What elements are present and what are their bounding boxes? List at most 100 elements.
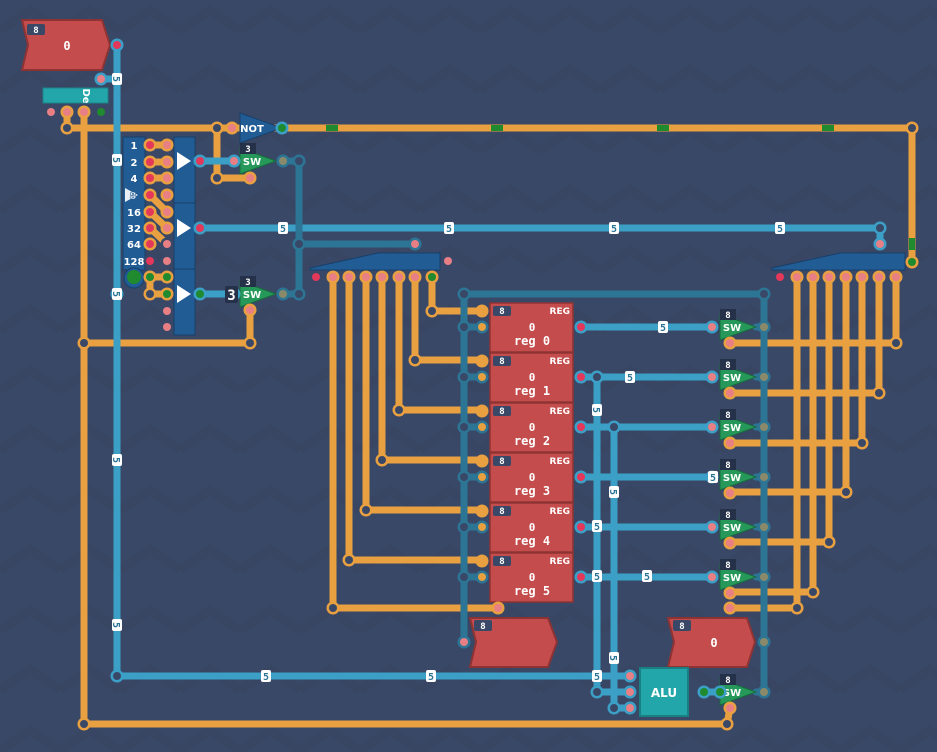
wire-label-bg [609,486,619,498]
input-pin-center [113,41,121,49]
alu-in-pin-center [626,704,634,712]
wire-not-bus[interactable] [63,108,916,266]
output-left-badge [474,620,492,631]
splitter-pin-center [378,273,386,281]
splitter-pin-center [858,273,866,281]
register-value: 0 [529,421,536,434]
register-badge [493,306,511,316]
register-badge-text: 8 [499,357,504,367]
decoder-pin-center [97,108,105,116]
output-right[interactable]: 8 0 [666,617,757,668]
register-switch-4[interactable]: SW8 [719,509,758,541]
wire-node-center [395,406,403,414]
register-switch-0-badge-text: 8 [725,311,730,321]
wire-width-label: 5 [642,570,652,583]
register-switch-1[interactable]: SW8 [719,359,758,391]
register-switch-4-body[interactable] [719,513,758,541]
register-badge-text: 8 [499,457,504,467]
register-in-pin-center [478,473,486,481]
wire-node-center [213,124,221,132]
output-left-body[interactable] [468,617,559,668]
wire-width-label: 5 [110,454,122,466]
output-left-pin-center [460,638,468,646]
wire-node-center [726,604,734,612]
wire-marker [491,125,503,131]
combiner-in-pin-center [163,240,171,248]
register-badge [493,356,511,366]
register-switch-0-body[interactable] [719,313,758,341]
wire-register-bus[interactable] [460,290,768,696]
not-gate-body[interactable] [239,112,284,144]
splitter-out-pin-center [146,174,154,182]
decoder-body[interactable] [42,87,109,104]
wire-label-text: 5 [590,407,601,413]
alu[interactable]: ALU [639,667,689,717]
register-switch-2[interactable]: SW8 [719,409,758,441]
bus-splitter-right[interactable] [771,252,906,271]
output-left[interactable]: 8 [468,617,559,668]
register-switch-5-body[interactable] [719,563,758,591]
byte-input[interactable]: 8 0 [20,19,112,71]
wire-node-center [246,174,254,182]
wire-label-text: 5 [611,224,617,235]
register-badge [493,406,511,416]
alu-label: ALU [651,686,677,700]
switch-1-label: SW [243,157,261,168]
register-switch-3-body[interactable] [719,463,758,491]
register-switch-2-badge [720,409,736,420]
register-badge-text: 8 [499,307,504,317]
combiner-3[interactable] [173,268,196,336]
wire-node-center [494,604,502,612]
register-switch-0[interactable]: SW8 [719,309,758,341]
wire-label-bg [112,454,122,466]
wire-switch-bus[interactable] [279,157,303,298]
decoder[interactable]: De [42,87,109,104]
switch-out-pin-center [760,323,768,331]
wire-width-label: 5 [708,471,718,484]
bus-splitter-left[interactable] [309,252,441,271]
wire-decoder-to-alu-switch[interactable] [80,108,734,728]
register-value: 0 [529,321,536,334]
not-out-pin-center [278,124,286,132]
combiner-stack[interactable] [173,136,196,336]
register-switch-2-body[interactable] [719,413,758,441]
register-switch-4-badge-text: 8 [725,511,730,521]
wire-node-center [908,258,916,266]
wire-label-bg [609,222,619,234]
splitter-pin-center [809,273,817,281]
register-switch-5[interactable]: SW8 [719,559,758,591]
splitter-green-pin [127,270,141,284]
switch-2-side-label-bg [225,286,238,303]
register-switch-1-body[interactable] [719,363,758,391]
switch-out-pin-center [760,373,768,381]
output-right-value: 0 [710,636,717,650]
register-out-pin-center [577,473,585,481]
components-layer: 8 0 De NOT 8 [20,19,906,717]
wire-label-text: 5 [644,572,650,583]
wire-node-center [63,124,71,132]
output-right-pin-center [760,638,768,646]
wire-label-bg [625,371,635,383]
wire-label-text: 5 [777,224,783,235]
register-name: reg 3 [514,484,550,498]
byte-splitter[interactable] [122,136,146,289]
wire-label-text: 5 [428,672,434,683]
wire-node-center [97,75,105,83]
wire-marker [326,125,338,131]
combiner-1[interactable] [173,136,196,204]
switch-2-badge-text: 3 [245,278,250,288]
not-gate[interactable]: NOT [239,112,284,144]
not-in-pin-center [228,124,236,132]
register-switch-3[interactable]: SW8 [719,459,758,491]
splitter-arrow-icon [125,188,138,202]
alu-body[interactable] [639,667,689,717]
